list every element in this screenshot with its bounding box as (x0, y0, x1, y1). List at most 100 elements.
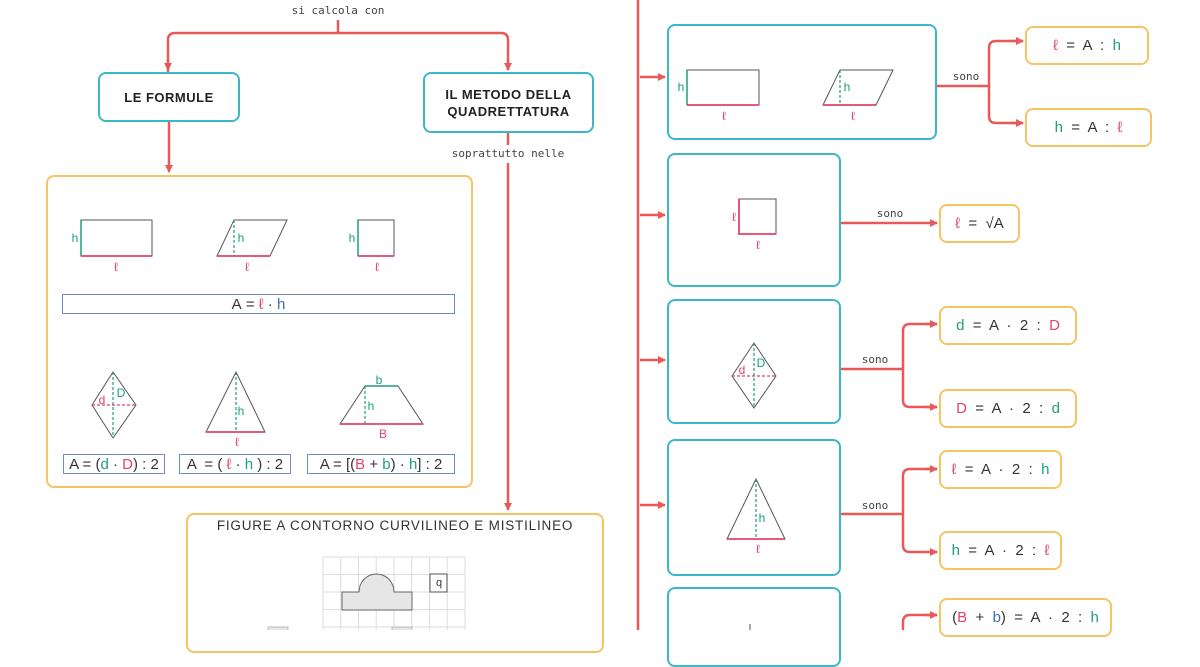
unit-square-q (429, 573, 448, 593)
connector-label-soprattutto-nelle: soprattutto nelle (448, 147, 568, 160)
label-h: h (758, 511, 766, 525)
formula-token: = A : (1057, 37, 1113, 54)
formula-token: h (1041, 461, 1050, 478)
label-B: B (378, 427, 388, 441)
result-h-eq-A-div-l: h = A : ℓ (1025, 108, 1152, 147)
label-l: ℓ (732, 210, 736, 224)
formula-token: A = ( (186, 455, 227, 473)
formula-token: + (967, 609, 993, 626)
formula-token: = A : (1062, 119, 1118, 136)
result-l-eq-A-div-h: ℓ = A : h (1025, 26, 1149, 65)
formula-token: h (1090, 609, 1099, 626)
formula-token: ℓ (258, 295, 264, 313)
formula-token: D (122, 455, 133, 473)
formula-token: = A · 2 : (959, 542, 1045, 559)
label-h: h (237, 404, 245, 418)
connector-label-si-calcola-con: si calcola con (291, 4, 385, 17)
formula-token: B (355, 455, 366, 473)
label-D: D (116, 386, 126, 400)
formula-token: ] : 2 (417, 455, 443, 473)
formula-token: ℓ (1053, 37, 1058, 54)
inverse-square-node[interactable] (667, 153, 841, 287)
label-h: h (843, 80, 851, 94)
formula-area-triangle: A = ( ℓ · h ) : 2 (179, 454, 291, 474)
formula-token: ℓ (955, 215, 961, 232)
result-h-eq-triangle: h = A · 2 : ℓ (939, 531, 1062, 570)
formula-token: A (231, 295, 242, 313)
formula-token: h (1054, 119, 1063, 136)
label-l: ℓ (851, 109, 855, 123)
formule-panel (46, 175, 473, 488)
label-h: h (348, 231, 356, 245)
formula-token: B (957, 609, 968, 626)
formula-token: = √A (960, 215, 1004, 232)
inverse-parallelogram-node[interactable] (667, 24, 937, 140)
inverse-shapes (686, 69, 894, 630)
label-l: ℓ (756, 542, 760, 556)
formula-token: ) = A · 2 : (1000, 609, 1091, 626)
formula-token: ) : 2 (132, 455, 159, 473)
formula-token: h (1112, 37, 1121, 54)
formula-token: = A · 2 : (964, 317, 1050, 334)
formula-token: + (365, 455, 383, 473)
label-D: D (756, 356, 766, 370)
formula-token: ℓ (226, 455, 232, 473)
result-d-eq: d = A · 2 : D (939, 306, 1077, 345)
formula-token: ) · (390, 455, 409, 473)
formula-token: h (244, 455, 254, 473)
formula-area-rhombus: A = (d · D) : 2 (63, 454, 165, 474)
label-d: d (98, 393, 106, 407)
label-h: h (677, 80, 685, 94)
formula-token: ) : 2 (253, 455, 284, 473)
label-h: h (367, 399, 375, 413)
formula-token: d (100, 455, 109, 473)
formula-token: h (276, 295, 286, 313)
formula-token: ( (952, 609, 958, 626)
formula-area-trapezoid: A = [(B + b) · h] : 2 (307, 454, 455, 474)
label-l: ℓ (375, 260, 379, 274)
label-h: h (237, 231, 245, 245)
mixed-shape (341, 573, 413, 611)
formula-token: d (956, 317, 965, 334)
formula-token: ℓ (951, 461, 957, 478)
formula-token: A = [( (319, 455, 356, 473)
formula-token: A = ( (69, 455, 101, 473)
inverse-triangle-node[interactable] (667, 439, 841, 576)
connector-split (166, 31, 510, 72)
formula-area-parallelogram: A = ℓ · h (62, 294, 455, 314)
result-Bb-eq: (B + b) = A · 2 : h (939, 598, 1112, 637)
formula-token: h (408, 455, 418, 473)
label-l: ℓ (245, 260, 249, 274)
diagram-lines (164, 0, 1024, 630)
formula-token: ℓ (1044, 542, 1050, 559)
formula-token: ℓ (1117, 119, 1123, 136)
connector-label-sono: sono (876, 207, 904, 220)
label-l: ℓ (722, 109, 726, 123)
formule-shapes (80, 219, 424, 439)
curvilinee-title: FIGURE A CONTORNO CURVILINEO E MISTILINE… (216, 518, 574, 533)
formula-token: D (1049, 317, 1060, 334)
formula-token: = A · 2 : (966, 400, 1052, 417)
node-le-formule[interactable]: LE FORMULE (98, 72, 240, 122)
formula-token: D (956, 400, 967, 417)
formula-token: = A · 2 : (956, 461, 1042, 478)
node-metodo-quadrettatura[interactable]: IL METODO DELLA QUADRETTATURA (423, 72, 594, 133)
formula-token: b (992, 609, 1001, 626)
label-d: d (738, 363, 746, 377)
label-l: ℓ (114, 260, 118, 274)
label-b: b (375, 373, 383, 387)
grid-figure (267, 556, 466, 630)
formula-token: = (241, 295, 259, 313)
formula-token: d (1051, 400, 1060, 417)
result-l-eq-sqrt-A: ℓ = √A (939, 204, 1020, 243)
formula-token: · (231, 455, 245, 473)
label-l: ℓ (235, 435, 239, 449)
connector-label-sono: sono (861, 499, 889, 512)
connector-label-sono: sono (952, 70, 980, 83)
label-l: ℓ (756, 238, 760, 252)
label-q: q (435, 577, 443, 589)
formula-token: · (108, 455, 123, 473)
connector-label-sono: sono (861, 353, 889, 366)
result-l-eq-triangle: ℓ = A · 2 : h (939, 450, 1062, 489)
formula-token: b (382, 455, 391, 473)
